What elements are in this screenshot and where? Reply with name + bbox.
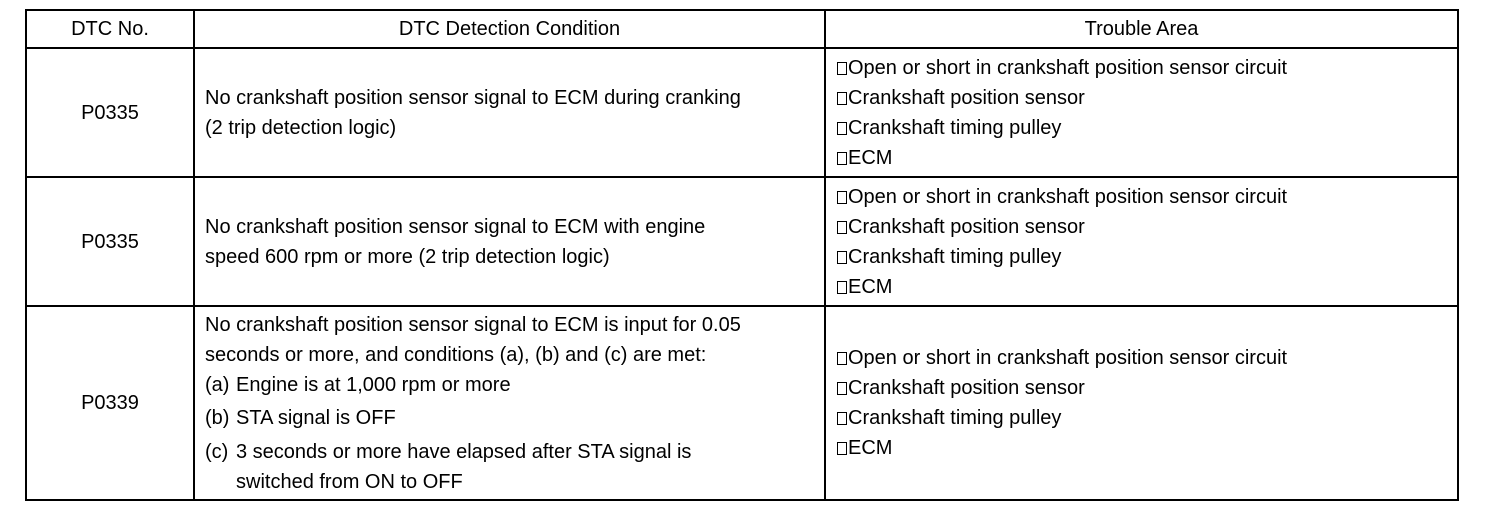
- header-dtc-no: DTC No.: [25, 9, 195, 49]
- checkbox-icon: [837, 190, 847, 204]
- dtc-code: P0335: [25, 47, 195, 178]
- sub-condition-text: 3 seconds or more have elapsed after STA…: [236, 440, 692, 493]
- condition-line: No crankshaft position sensor signal to …: [205, 313, 741, 336]
- checkbox-icon: [837, 220, 847, 234]
- trouble-item: Crankshaft timing pulley: [837, 403, 1457, 433]
- trouble-item: ECM: [837, 143, 1457, 173]
- trouble-item: Open or short in crankshaft position sen…: [837, 182, 1457, 212]
- header-detection-condition: DTC Detection Condition: [193, 9, 826, 49]
- checkbox-icon: [837, 121, 847, 135]
- sub-condition-a: (a) Engine is at 1,000 rpm or more: [205, 370, 816, 400]
- trouble-item: Crankshaft position sensor: [837, 83, 1457, 113]
- trouble-item: Crankshaft timing pulley: [837, 113, 1457, 143]
- checkbox-icon: [837, 352, 847, 365]
- condition-line: (2 trip detection logic): [205, 116, 397, 139]
- sub-condition-c: (c) 3 seconds or more have elapsed after…: [205, 437, 816, 497]
- checkbox-icon: [837, 280, 847, 294]
- trouble-item: ECM: [837, 433, 1457, 463]
- detection-condition: No crankshaft position sensor signal to …: [193, 47, 826, 178]
- checkbox-icon: [837, 91, 847, 105]
- checkbox-icon: [837, 382, 847, 395]
- sub-condition-tag: (c): [205, 440, 229, 463]
- checkbox-icon: [837, 61, 847, 75]
- condition-line: speed 600 rpm or more (2 trip detection …: [205, 245, 610, 268]
- checkbox-icon: [837, 442, 847, 455]
- table-row: P0335 No crankshaft position sensor sign…: [25, 176, 1459, 307]
- table-row: P0339 No crankshaft position sensor sign…: [25, 305, 1459, 501]
- checkbox-icon: [837, 412, 847, 425]
- trouble-area: Open or short in crankshaft position sen…: [824, 176, 1459, 307]
- trouble-item: Open or short in crankshaft position sen…: [837, 53, 1457, 83]
- sub-condition-text: Engine is at 1,000 rpm or more: [236, 373, 511, 396]
- trouble-item: Crankshaft position sensor: [837, 212, 1457, 242]
- trouble-item: Crankshaft position sensor: [837, 373, 1457, 403]
- sub-condition-tag: (b): [205, 406, 230, 429]
- dtc-code: P0335: [25, 176, 195, 307]
- trouble-item: Open or short in crankshaft position sen…: [837, 343, 1457, 373]
- header-trouble-area: Trouble Area: [824, 9, 1459, 49]
- condition-line: No crankshaft position sensor signal to …: [205, 215, 706, 238]
- sub-condition-tag: (a): [205, 373, 230, 396]
- detection-condition: No crankshaft position sensor signal to …: [193, 176, 826, 307]
- trouble-area: Open or short in crankshaft position sen…: [824, 47, 1459, 178]
- checkbox-icon: [837, 151, 847, 165]
- trouble-item: ECM: [837, 272, 1457, 302]
- condition-line: No crankshaft position sensor signal to …: [205, 86, 741, 109]
- detection-condition: No crankshaft position sensor signal to …: [193, 305, 826, 501]
- header-row: DTC No. DTC Detection Condition Trouble …: [25, 9, 1459, 49]
- dtc-table: DTC No. DTC Detection Condition Trouble …: [25, 9, 1459, 501]
- sub-condition-text: STA signal is OFF: [236, 406, 396, 429]
- condition-line: seconds or more, and conditions (a), (b)…: [205, 343, 707, 366]
- trouble-item: Crankshaft timing pulley: [837, 242, 1457, 272]
- table-row: P0335 No crankshaft position sensor sign…: [25, 47, 1459, 178]
- checkbox-icon: [837, 250, 847, 264]
- trouble-area: Open or short in crankshaft position sen…: [824, 305, 1459, 501]
- dtc-code: P0339: [25, 305, 195, 501]
- sub-condition-b: (b) STA signal is OFF: [205, 403, 816, 433]
